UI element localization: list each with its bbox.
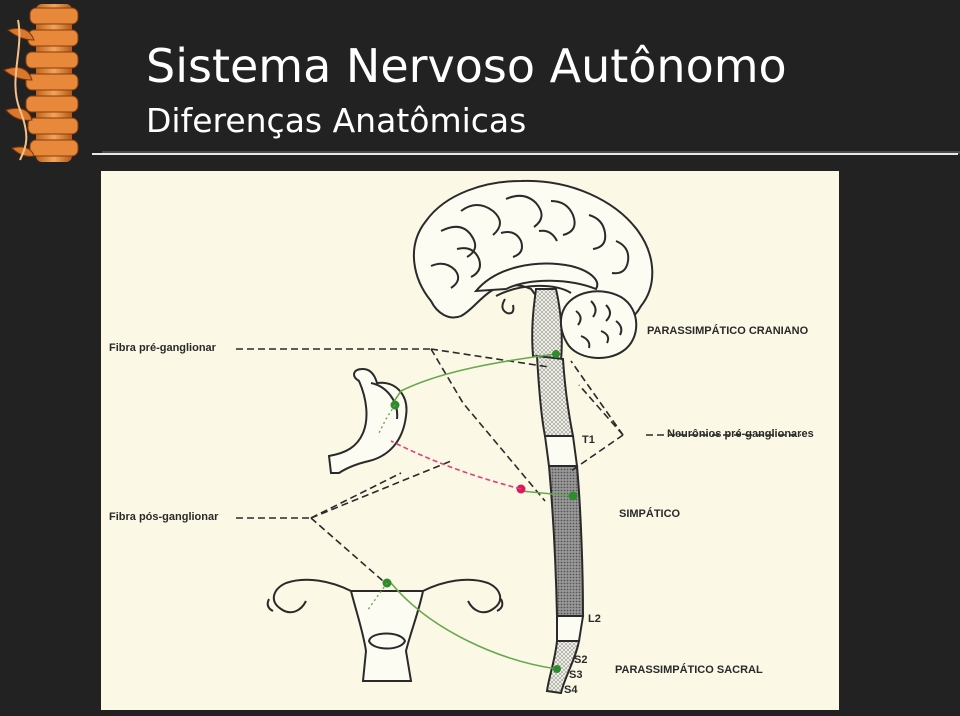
parasympathetic-sacral-fiber	[366, 578, 561, 673]
label-fibra-pre-ganglionar: Fibra pré-ganglionar	[109, 342, 216, 354]
label-simpatico: SIMPÁTICO	[619, 508, 681, 520]
label-s4: S4	[564, 684, 578, 696]
title-divider-shadow	[102, 151, 960, 154]
dashed-leader-lines	[236, 348, 801, 582]
stomach-icon	[327, 367, 408, 474]
slide-title: Sistema Nervoso Autônomo	[146, 39, 787, 93]
label-fibra-pos-ganglionar: Fibra pós-ganglionar	[109, 511, 219, 523]
label-l2: L2	[588, 613, 601, 625]
diagram-drawing	[236, 179, 801, 695]
autonomic-nervous-system-diagram: Fibra pré-ganglionar Fibra pós-gangliona…	[101, 171, 839, 710]
spinal-column-logo-icon	[3, 4, 79, 162]
label-parassimpatico-craniano: PARASSIMPÁTICO CRANIANO	[647, 325, 809, 337]
parasympathetic-cranial-fiber	[378, 350, 560, 434]
label-t1: T1	[582, 434, 595, 446]
label-s2: S2	[574, 654, 588, 666]
label-neuronios-pre-ganglionares: Neurônios pré-ganglionares	[667, 428, 814, 440]
label-s3: S3	[569, 669, 583, 681]
spinal-cord-icon	[535, 354, 585, 695]
brain-icon	[412, 179, 654, 363]
label-parassimpatico-sacral: PARASSIMPÁTICO SACRAL	[615, 664, 763, 676]
sympathetic-fiber	[390, 440, 578, 501]
slide-subtitle: Diferenças Anatômicas	[146, 101, 527, 140]
spinal-column-logo	[0, 0, 90, 166]
uterus-icon	[266, 578, 504, 682]
title-divider	[92, 153, 958, 155]
